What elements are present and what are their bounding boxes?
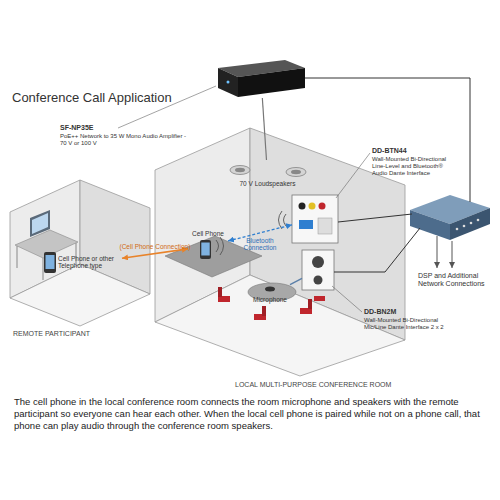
phone-screen — [201, 243, 209, 256]
node-label: REMOTE PARTICIPANT — [13, 330, 148, 338]
phone-box: Cell Phone — [188, 230, 228, 262]
node-label: 70 V Loudspeakers — [220, 180, 315, 187]
switch-port — [456, 228, 459, 231]
chair — [218, 287, 222, 297]
wall-plate-box: DD-BTN44Wall-Mounted Bi-Directional Line… — [292, 195, 338, 243]
network-switch — [450, 208, 490, 240]
wall-plate — [302, 250, 334, 290]
speaker-box: 70 V Loudspeakers — [220, 160, 315, 190]
node-description: PoE++ Network to 35 W Mono Audio Amplifi… — [60, 133, 188, 147]
network-cable — [338, 214, 412, 222]
node-label: Cell Phone or other Telephone type — [58, 255, 120, 270]
network-arrow — [452, 241, 453, 268]
bluetooth-button — [299, 220, 313, 229]
audio-jack — [299, 203, 306, 210]
node-description: Wall-Mounted Bi-Directional Line-Level a… — [372, 156, 452, 177]
loudspeaker — [286, 168, 306, 177]
node-label: LOCAL MULTI-PURPOSE CONFERENCE ROOM — [235, 381, 410, 389]
phone-icon — [200, 240, 211, 259]
monitor-screen — [32, 213, 48, 234]
computer-monitor — [30, 210, 50, 237]
amplifier-box: SF-NP35EPoE++ Network to 35 W Mono Audio… — [215, 58, 307, 98]
phone-box: Cell Phone or other Telephone type — [40, 250, 122, 278]
network-switch — [410, 210, 450, 240]
bluetooth-wave — [279, 211, 283, 229]
desk-leg — [17, 246, 18, 268]
network-arrow — [437, 236, 438, 268]
node-label: DD-BTN44 — [372, 147, 447, 155]
leader-line — [336, 153, 370, 198]
desk-leg — [43, 258, 44, 280]
connector-line — [122, 249, 188, 258]
bluetooth-wave — [220, 237, 224, 255]
wall-plate — [292, 195, 338, 243]
loudspeaker-cone — [235, 168, 245, 172]
chair — [262, 306, 266, 316]
diagram-caption: The cell phone in the local conference r… — [14, 396, 486, 432]
note-label: DSP and Additional Network Connections — [418, 272, 492, 288]
connector-label: (Cell Phone Connection) — [120, 243, 191, 250]
network-jack — [318, 218, 332, 234]
node-label: Cell Phone — [183, 230, 233, 237]
phone-screen — [46, 255, 55, 269]
connector-line — [290, 278, 302, 284]
audio-jack — [319, 203, 326, 210]
bluetooth-wave — [284, 214, 287, 226]
amplifier — [218, 68, 238, 97]
amplifier-led — [227, 81, 230, 84]
amplifier — [238, 68, 305, 97]
node-label: DD-BN2M — [364, 308, 444, 316]
bluetooth-wave — [216, 240, 219, 252]
switch-port — [470, 222, 473, 225]
network-cable — [305, 78, 470, 202]
node-label: SF-NP35E — [60, 124, 180, 132]
connector-line — [262, 98, 266, 160]
node-label: Microphone — [245, 296, 295, 303]
node-description: Wall-Mounted Bi-Directional Mic/Line Dan… — [364, 317, 444, 331]
microphone-icon — [265, 287, 275, 292]
phone-icon — [44, 252, 56, 273]
room-area: LOCAL MULTI-PURPOSE CONFERENCE ROOM Cell … — [150, 125, 410, 393]
xlr-connector — [312, 256, 324, 268]
switch-port — [463, 225, 466, 228]
room-floor — [10, 264, 150, 326]
microphone-box: Microphone — [250, 284, 290, 306]
wall-plate-box: DD-BN2MWall-Mounted Bi-Directional Mic/L… — [302, 250, 334, 290]
loudspeaker-cone — [291, 170, 301, 174]
loudspeaker — [230, 166, 250, 175]
connector-label: Bluetooth Connection — [234, 237, 286, 252]
audio-jack — [309, 203, 316, 210]
network-cable — [334, 228, 420, 272]
xlr-connector — [314, 276, 323, 285]
chair — [308, 299, 312, 309]
diagram-title: Conference Call Application — [12, 91, 332, 106]
leader-line — [332, 286, 362, 312]
chair — [314, 296, 325, 301]
switch-port — [477, 219, 480, 222]
